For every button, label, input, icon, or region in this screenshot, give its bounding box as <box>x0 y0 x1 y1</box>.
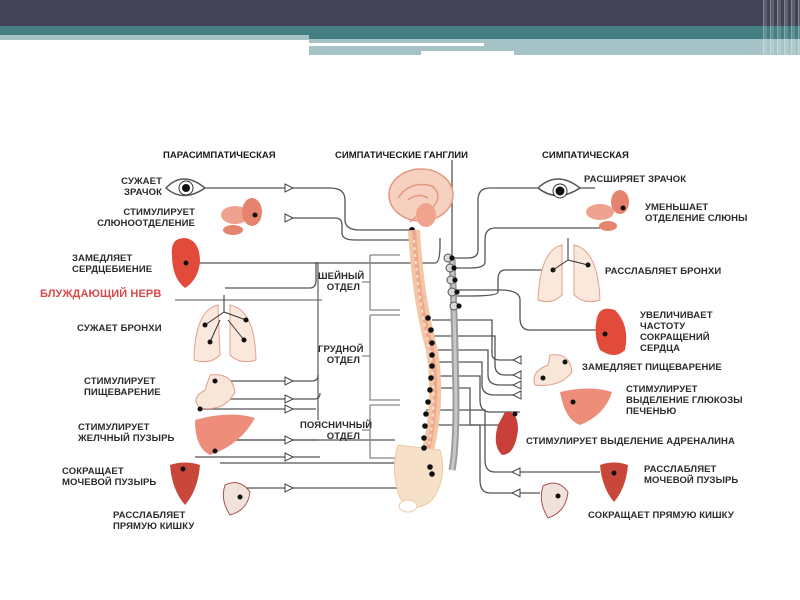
effect-line: ЧАСТОТУ <box>640 321 686 332</box>
salivary-glands-illustration-right <box>586 190 629 231</box>
effect-line: СЕРДЦЕБИЕНИЕ <box>72 264 153 275</box>
lungs-illustration-left <box>193 295 257 363</box>
section-line: ШЕЙНЫЙ <box>318 271 365 282</box>
symp-effect-lungs: РАССЛАБЛЯЕТ БРОНХИ <box>605 266 721 277</box>
wire-saliva-para <box>290 217 412 241</box>
adrenal-kidney-illustration <box>495 411 518 455</box>
stomach-illustration-right <box>533 354 573 386</box>
eye-illustration-right <box>536 178 582 199</box>
parasympathetic-header: ПАРАСИМПАТИЧЕСКАЯ <box>163 150 276 161</box>
effect-line: РАСШИРЯЕТ ЗРАЧОК <box>584 174 687 185</box>
wire-lungs-para <box>225 262 317 289</box>
heart-illustration-right <box>595 308 627 355</box>
effect-line: СУЖАЕТ БРОНХИ <box>77 323 162 334</box>
symp-effect-stomach: ЗАМЕДЛЯЕТ ПИЩЕВАРЕНИЕ <box>582 362 722 373</box>
para-effect-lungs: СУЖАЕТ БРОНХИ <box>77 323 162 334</box>
effect-line: ЖЕЛЧНЫЙ ПУЗЫРЬ <box>78 433 175 444</box>
salivary-glands-illustration-left <box>221 198 262 235</box>
wire-heart-para <box>178 238 441 264</box>
effect-line: ПРЯМУЮ КИШКУ <box>113 521 195 532</box>
effect-line: СОКРАЩАЕТ <box>62 466 124 477</box>
wire-eye-para <box>190 187 412 231</box>
slide-header-stripes <box>760 0 800 56</box>
effect-line: СТИМУЛИРУЕТ <box>123 207 195 218</box>
bladder-illustration-right <box>600 462 628 502</box>
brain-illustration <box>388 168 454 233</box>
effect-line: РАССЛАБЛЯЕТ <box>644 464 717 475</box>
rectum-illustration-left <box>222 482 251 516</box>
wire-eye-symp <box>452 187 595 259</box>
effect-line: ВЫДЕЛЕНИЕ ГЛЮКОЗЫ <box>626 395 743 406</box>
slide-header-bar <box>0 0 800 26</box>
pelvis-illustration <box>394 444 444 508</box>
slide-header-line <box>309 43 484 46</box>
effect-line: ПИЩЕВАРЕНИЕ <box>84 387 161 398</box>
symp-effect-eye: РАСШИРЯЕТ ЗРАЧОК <box>584 174 686 185</box>
effect-line: СЛЮНООТДЕЛЕНИЕ <box>97 218 195 229</box>
slide-header-line <box>421 51 514 55</box>
effect-line: ЗАМЕДЛЯЕТ ПИЩЕВАРЕНИЕ <box>582 362 722 373</box>
heart-illustration-left <box>171 238 200 288</box>
effect-line: ЗРАЧОК <box>123 187 162 198</box>
wire-stomach-para <box>215 374 319 382</box>
slide-header-stripe <box>0 35 309 40</box>
effect-line: УМЕНЬШАЕТ <box>645 202 709 213</box>
effect-line: МОЧЕВОЙ ПУЗЫРЬ <box>62 477 157 488</box>
ganglia-header: СИМПАТИЧЕСКИЕ ГАНГЛИИ <box>335 150 468 161</box>
effect-line: СТИМУЛИРУЕТ <box>626 384 698 395</box>
symp-effect-rectum: СОКРАЩАЕТ ПРЯМУЮ КИШКУ <box>588 510 734 521</box>
symp-effect-adrenal: СТИМУЛИРУЕТ ВЫДЕЛЕНИЕ АДРЕНАЛИНА <box>526 436 735 447</box>
eye-illustration-left <box>164 178 207 197</box>
lungs-illustration-right <box>537 238 601 303</box>
rectum-illustration-right <box>540 482 569 519</box>
effect-line: СОКРАЩАЕТ ПРЯМУЮ КИШКУ <box>588 510 734 521</box>
effect-line: СТИМУЛИРУЕТ <box>84 376 156 387</box>
effect-line: СТИМУЛИРУЕТ <box>78 422 150 433</box>
effect-line: УВЕЛИЧИВАЕТ <box>640 310 713 321</box>
liver-illustration-right <box>560 388 612 425</box>
section-line: ОТДЕЛ <box>326 282 360 293</box>
effect-line: ПЕЧЕНЬЮ <box>626 406 677 417</box>
effect-line: МОЧЕВОЙ ПУЗЫРЬ <box>644 475 739 486</box>
bladder-illustration-left <box>170 462 200 505</box>
effect-line: СУЖАЕТ <box>121 176 162 187</box>
vagus-nerve-label: БЛУЖДАЮЩИЙ НЕРВ <box>40 288 162 300</box>
section-line: ОТДЕЛ <box>326 355 360 366</box>
effect-line: СОКРАЩЕНИЙ <box>640 332 710 343</box>
wire-stomach-para2 <box>210 392 321 400</box>
effect-line: ЗАМЕДЛЯЕТ <box>72 253 133 264</box>
synapse-markers <box>284 183 522 498</box>
sympathetic-header: СИМПАТИЧЕСКАЯ <box>542 150 629 161</box>
effect-line: СЕРДЦА <box>640 343 681 354</box>
effect-line: РАССЛАБЛЯЕТ БРОНХИ <box>605 266 722 277</box>
liver-illustration-left <box>195 414 255 455</box>
section-line: ПОЯСНИЧНЫЙ <box>300 420 373 431</box>
section-line: ОТДЕЛ <box>326 431 360 442</box>
effect-line: ОТДЕЛЕНИЕ СЛЮНЫ <box>645 213 748 224</box>
effect-line: СТИМУЛИРУЕТ ВЫДЕЛЕНИЕ АДРЕНАЛИНА <box>526 436 735 447</box>
stomach-illustration-left <box>195 374 236 412</box>
section-line: ГРУДНОЙ <box>318 344 364 355</box>
effect-line: РАССЛАБЛЯЕТ <box>113 510 186 521</box>
